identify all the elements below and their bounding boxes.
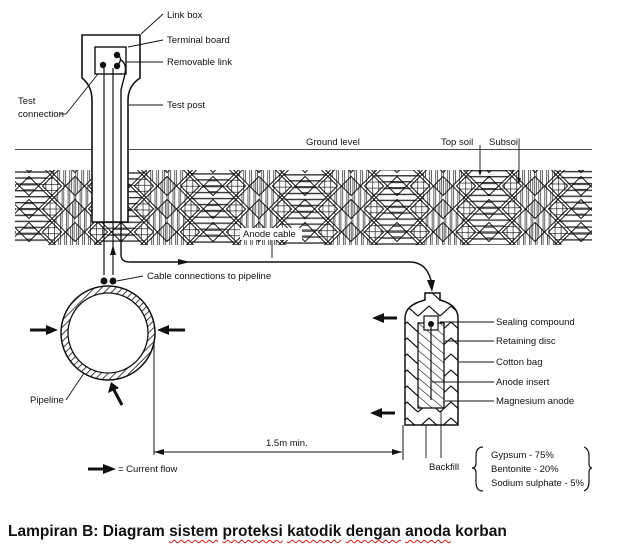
label-link-box: Link box: [167, 10, 203, 21]
label-sealing-compound: Sealing compound: [496, 317, 575, 328]
label-backfill: Backfill: [429, 462, 459, 473]
cathodic-protection-diagram: Link box Terminal board Removable link T…: [15, 10, 593, 492]
caption-word: sistem: [169, 523, 219, 540]
pipeline: [60, 277, 156, 381]
backfill-bentonite: Bentonite - 20%: [491, 464, 559, 475]
terminal-left: [99, 61, 107, 69]
backfill-brace-right: [583, 446, 593, 492]
pipe-cable-arrow-icon: [110, 245, 116, 255]
label-pipeline: Pipeline: [30, 395, 64, 406]
label-terminal-board: Terminal board: [167, 35, 230, 46]
legend-current-flow: = Current flow: [88, 464, 178, 475]
caption-word: dengan: [345, 523, 401, 540]
caption-word: katodik: [287, 523, 342, 540]
current-flow-arrows-anode: [370, 313, 397, 418]
current-flow-arrow-icon: [157, 325, 185, 335]
figure-caption: Lampiran B: Diagram sistem proteksi kato…: [8, 523, 507, 541]
caption-word: anoda: [405, 523, 451, 540]
label-ground-level: Ground level: [306, 137, 360, 148]
label-cotton-bag: Cotton bag: [496, 357, 542, 368]
distance-dimension: [153, 340, 404, 460]
caption-prefix: Lampiran B: Diagram: [8, 523, 170, 540]
label-anode-cable: Anode cable: [243, 229, 296, 240]
label-anode-insert: Anode insert: [496, 377, 550, 388]
current-flow-arrow-icon: [30, 325, 58, 335]
caption-word: proteksi: [222, 523, 283, 540]
label-retaining-disc: Retaining disc: [496, 336, 556, 347]
sacrificial-anode: [404, 292, 459, 458]
backfill-gypsum: Gypsum - 75%: [491, 450, 554, 461]
anode-cable-end-arrow-icon: [427, 280, 435, 292]
test-post: [81, 34, 435, 292]
label-top-soil: Top soil: [441, 137, 473, 148]
current-flow-legend-arrow-icon: [103, 464, 116, 474]
anode-cable-arrow-icon: [178, 259, 190, 265]
label-subsoil: Subsoil: [489, 137, 520, 148]
current-flow-arrows-pipe: [30, 325, 185, 406]
label-current-flow: = Current flow: [118, 464, 178, 475]
current-flow-arrow-icon: [108, 382, 124, 406]
link-box-outline: [81, 34, 141, 223]
label-test-connection-2: connection: [18, 109, 64, 120]
label-distance: 1.5m min.: [266, 438, 308, 449]
label-test-connection: Test: [18, 96, 36, 107]
current-flow-arrow-icon: [372, 313, 397, 323]
backfill-sodium-sulphate: Sodium sulphate - 5%: [491, 478, 584, 489]
leader-lines: [60, 13, 520, 402]
label-test-post: Test post: [167, 100, 205, 111]
removable-link: [116, 54, 122, 67]
cable-connection-dot: [100, 277, 108, 285]
current-flow-arrow-icon: [370, 408, 395, 418]
anode-cable: [120, 59, 433, 286]
label-cable-connections: Cable connections to pipeline: [147, 271, 271, 282]
cable-connection-dot: [109, 277, 117, 285]
label-magnesium-anode: Magnesium anode: [496, 396, 574, 407]
caption-suffix: korban: [455, 523, 507, 540]
label-removable-link: Removable link: [167, 57, 232, 68]
backfill-brace-left: [471, 446, 484, 492]
